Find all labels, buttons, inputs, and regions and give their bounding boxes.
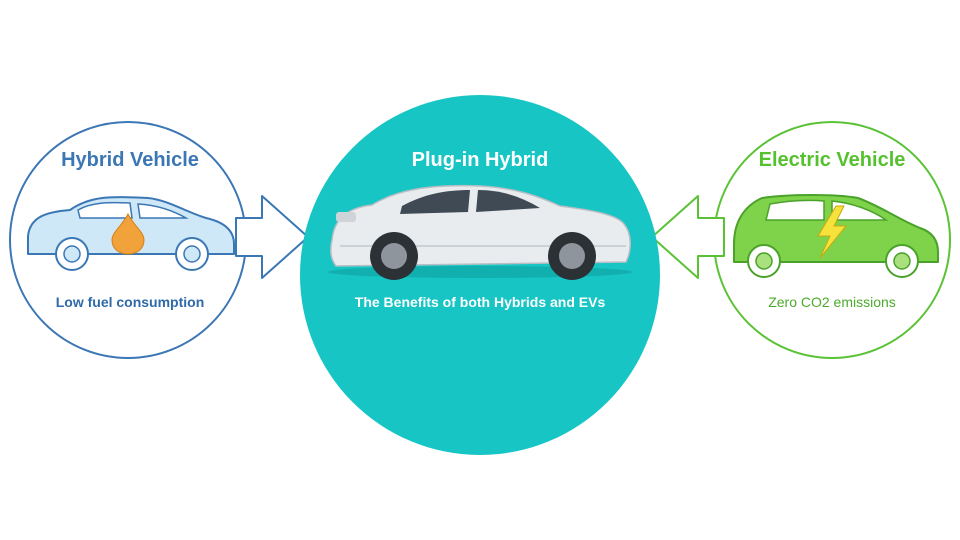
plugin-hybrid-car-illustration [328,184,632,280]
electric-vehicle-title: Electric Vehicle [758,149,906,171]
plugin-hybrid-description: The Benefits of both Hybrids and EVs [354,294,606,310]
plugin-hybrid-title: Plug-in Hybrid [411,149,549,171]
arrow-left [651,195,725,279]
hybrid-car-illustration [27,196,235,271]
fuel-drop-icon [111,212,145,255]
electric-vehicle-description: Zero CO2 emissions [768,294,896,310]
lightning-bolt-icon [817,205,848,259]
electric-car-illustration [733,194,939,278]
arrow-right [235,195,309,279]
hybrid-vehicle-description: Low fuel consumption [55,294,205,310]
hybrid-vehicle-title: Hybrid Vehicle [61,149,199,171]
